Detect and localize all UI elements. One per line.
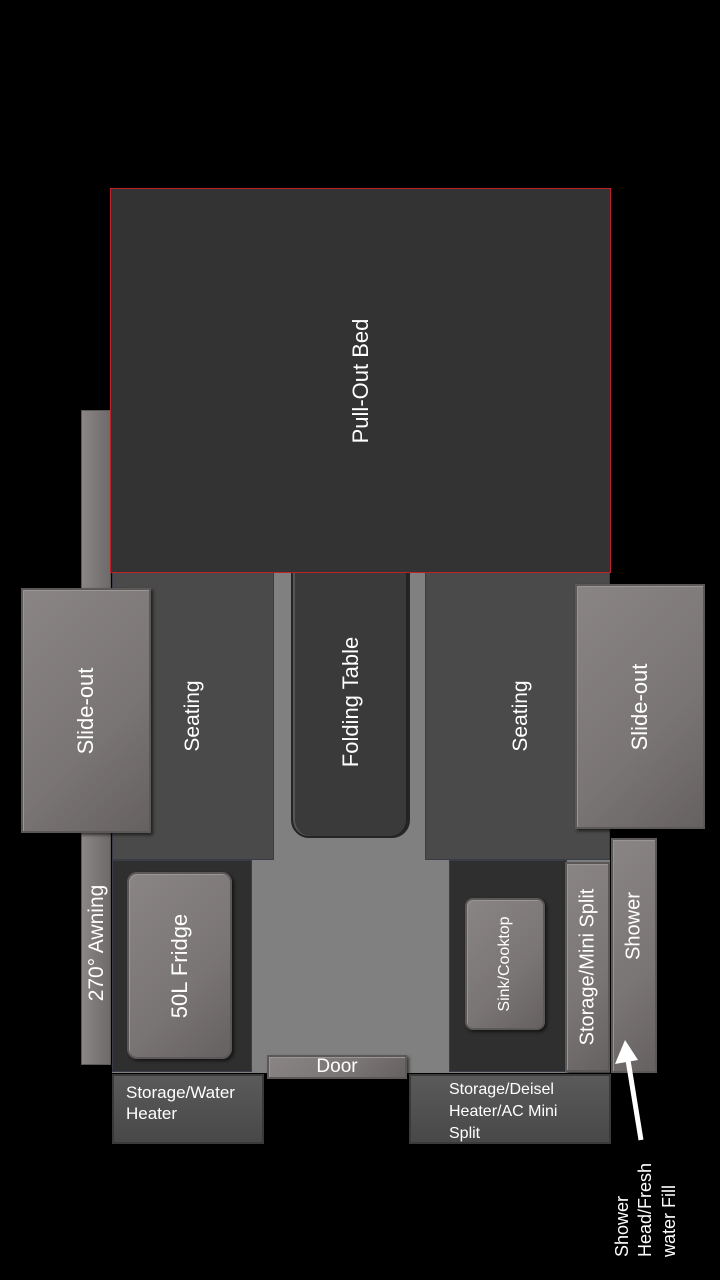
seating-left-label: Seating [181, 680, 204, 752]
sink-cooktop-label: Sink/Cooktop [496, 916, 513, 1012]
storage-water-heater-label-line1: Storage/Water [126, 1083, 235, 1102]
storage-deisel-heater: Storage/Deisel Heater/AC Mini Split [409, 1074, 611, 1144]
storage-mini-split-label: Storage/Mini Split [576, 888, 598, 1046]
storage-deisel-label-line2: Heater/AC Mini [449, 1103, 558, 1121]
shower-head-fill-label: Shower Head/Fresh water Fill [611, 1163, 681, 1257]
awning-label: 270° Awning [85, 884, 108, 1002]
shower-head-label-line3: water Fill [658, 1185, 679, 1258]
storage-deisel-label-line1: Storage/Deisel [449, 1081, 554, 1098]
seating-right-label: Seating [509, 680, 532, 752]
folding-table: Folding Table [291, 565, 410, 838]
fridge: 50L Fridge [127, 872, 232, 1059]
door: Door [267, 1055, 407, 1079]
pull-out-bed-label: Pull-Out Bed [347, 318, 373, 443]
pull-out-bed: Pull-Out Bed [110, 188, 611, 573]
shower: Shower [611, 838, 657, 1073]
sink-cooktop: Sink/Cooktop [465, 898, 545, 1030]
fridge-label: 50L Fridge [166, 913, 192, 1018]
storage-mini-split: Storage/Mini Split [565, 862, 610, 1072]
door-label: Door [316, 1056, 358, 1077]
slideout-left: Slide-out [21, 588, 151, 833]
shower-head-label-line1: Shower [611, 1195, 632, 1258]
slideout-right: Slide-out [575, 584, 705, 829]
storage-water-heater: Storage/Water Heater [112, 1074, 264, 1144]
shower-label: Shower [622, 892, 645, 960]
slideout-right-label: Slide-out [627, 663, 652, 750]
shower-head-label-line2: Head/Fresh [635, 1162, 656, 1258]
storage-water-heater-label-line2: Heater [126, 1104, 178, 1124]
storage-deisel-label-line3: Split [449, 1125, 481, 1143]
folding-table-label: Folding Table [337, 636, 363, 767]
slideout-left-label: Slide-out [73, 667, 98, 754]
